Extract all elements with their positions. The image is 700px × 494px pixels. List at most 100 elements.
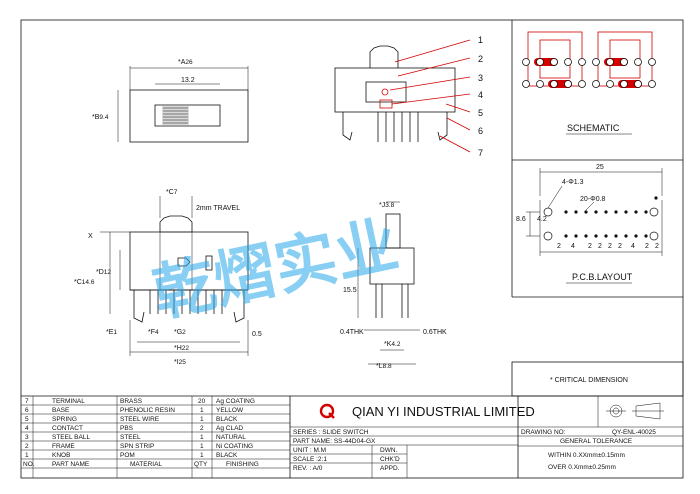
series-text: SERIES : SLIDE SWITCH	[293, 429, 369, 436]
drawing-no: QY-ENL-40025	[612, 429, 656, 436]
svg-text:2: 2	[25, 443, 29, 450]
svg-text:4: 4	[25, 425, 29, 432]
svg-text:5: 5	[25, 416, 29, 423]
side-view	[334, 39, 471, 153]
front-view	[100, 196, 249, 356]
end-view	[357, 201, 420, 365]
dim-i-label: *I25	[174, 359, 186, 366]
svg-text:7: 7	[25, 398, 29, 405]
svg-text:MATERIAL: MATERIAL	[130, 461, 162, 468]
svg-text:1: 1	[200, 434, 204, 441]
svg-text:BASE: BASE	[52, 407, 70, 414]
thk2-label: 0.6THK	[423, 329, 447, 336]
dim-e-label: *E1	[106, 329, 117, 336]
pcb-title: P.C.B.LAYOUT	[572, 272, 633, 282]
svg-text:1: 1	[200, 452, 204, 459]
svg-text:1: 1	[200, 407, 204, 414]
svg-text:1: 1	[200, 416, 204, 423]
schematic-diagram	[522, 31, 656, 135]
bom-row-2: 2 FRAME SPN STRIP 1 Ni COATING	[25, 443, 253, 450]
svg-text:PHENOLIC RESIN: PHENOLIC RESIN	[120, 407, 175, 414]
watermark: 乾熠实业	[147, 208, 405, 331]
scale-text: SCALE :2:1	[293, 456, 327, 463]
svg-text:6: 6	[25, 407, 29, 414]
dim-k-label: *K4.2	[384, 341, 401, 348]
svg-text:FRAME: FRAME	[52, 443, 75, 450]
dim-f-label: *F4	[148, 329, 159, 336]
bom-row-7: 7 TERMINAL BRASS 20 Ag COATING	[25, 398, 255, 405]
pcb-dim-25: 25	[596, 164, 604, 171]
thk1-label: 0.4THK	[340, 329, 364, 336]
drawing-no-label: DRAWING NO:	[521, 429, 566, 436]
callout-7: 7	[478, 148, 483, 158]
dim-155-label: 15.5	[343, 287, 357, 294]
dim-d-label: *D12	[96, 269, 111, 276]
svg-text:Ag COATING: Ag COATING	[216, 398, 255, 405]
tolerance-1: WITHIN 0.XXmm±0.15mm	[548, 452, 625, 459]
svg-text:NATURAL: NATURAL	[216, 434, 246, 441]
appd-label: APPD.	[380, 465, 400, 472]
projection-symbol-icon	[606, 402, 664, 420]
company-logo-icon	[319, 403, 335, 419]
travel-label: 2mm TRAVEL	[196, 205, 240, 212]
dim-inner-label: 13.2	[181, 77, 195, 84]
dim-b-label: *B9.4	[92, 114, 109, 121]
svg-text:2: 2	[598, 243, 602, 250]
svg-text:1: 1	[200, 443, 204, 450]
dim-h-label: *H22	[174, 345, 189, 352]
pcb-dim-42: 4.2	[537, 216, 547, 223]
svg-text:SPRING: SPRING	[52, 416, 77, 423]
svg-text:2: 2	[655, 243, 659, 250]
svg-text:KNOB: KNOB	[52, 452, 70, 459]
svg-text:Ag CLAD: Ag CLAD	[216, 425, 243, 432]
rev-text: REV. : A/0	[293, 465, 323, 472]
callout-2: 2	[478, 54, 483, 64]
svg-text:2: 2	[200, 425, 204, 432]
svg-text:2: 2	[557, 243, 561, 250]
dwn-label: DWN.	[380, 447, 398, 454]
dim-c-label: *C14.6	[74, 279, 95, 286]
svg-text:PART NAME: PART NAME	[52, 461, 90, 468]
top-view	[117, 66, 249, 143]
tolerance-title: GENERAL TOLERANCE	[560, 438, 633, 445]
x-label: X	[88, 233, 93, 240]
svg-text:BLACK: BLACK	[216, 452, 238, 459]
svg-text:2: 2	[608, 243, 612, 250]
svg-text:TERMINAL: TERMINAL	[52, 398, 85, 405]
chkd-label: CHK'D	[380, 456, 400, 463]
svg-text:BRASS: BRASS	[120, 398, 143, 405]
tolerance-2: OVER 0.Xmm±0.25mm	[548, 464, 616, 471]
dim-g-label: *G2	[174, 329, 186, 336]
svg-text:20: 20	[198, 398, 206, 405]
company-logo-tail	[328, 412, 335, 419]
dim-l-label: *L8.8	[376, 363, 392, 370]
svg-text:Ni COATING: Ni COATING	[216, 443, 253, 450]
svg-text:PBS: PBS	[120, 425, 134, 432]
svg-text:2: 2	[588, 243, 592, 250]
callout-6: 6	[478, 126, 483, 136]
callout-4: 4	[478, 90, 483, 100]
pcb-dim-pins: 20-Φ0.8	[580, 196, 606, 203]
pcb-pitch-labels: 2 4 2 2 2 2 4 2 2	[557, 243, 659, 250]
dim-05-label: 0.5	[252, 331, 262, 338]
unit-text: UNIT : M.M	[293, 447, 326, 454]
dim-c7-label: *C7	[166, 189, 178, 196]
svg-text:1: 1	[25, 452, 29, 459]
svg-text:4: 4	[571, 243, 575, 250]
critical-label: * CRITICAL DIMENSION	[550, 377, 628, 384]
callout-5: 5	[478, 108, 483, 118]
svg-text:2: 2	[645, 243, 649, 250]
svg-text:SPN STRIP: SPN STRIP	[120, 443, 154, 450]
svg-text:CONTACT: CONTACT	[52, 425, 83, 432]
bom-table	[21, 395, 683, 478]
svg-text:QTY: QTY	[194, 461, 208, 468]
svg-text:4: 4	[631, 243, 635, 250]
callout-1: 1	[478, 35, 483, 45]
svg-text:STEEL: STEEL	[120, 434, 141, 441]
